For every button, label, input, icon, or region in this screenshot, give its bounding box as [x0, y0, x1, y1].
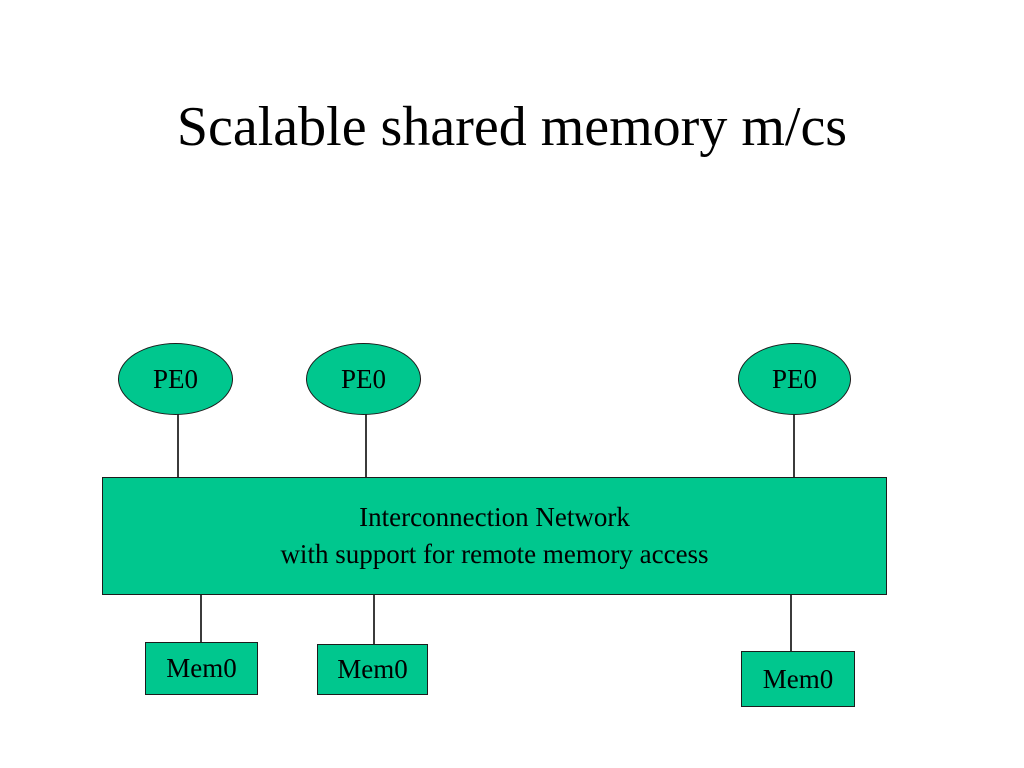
processor-node-1-label: PE0 [340, 363, 386, 394]
connector-network-to-mem-1 [373, 593, 375, 645]
memory-node-1[interactable]: Mem0 [317, 644, 428, 695]
processor-node-0[interactable]: PE0 [118, 343, 233, 415]
connector-network-to-mem-2 [790, 593, 792, 653]
processor-node-0-label: PE0 [152, 363, 198, 394]
connector-pe-0-to-network [177, 410, 179, 480]
memory-node-1-label: Mem0 [337, 654, 408, 684]
memory-node-0[interactable]: Mem0 [145, 642, 258, 695]
connector-pe-1-to-network [365, 410, 367, 480]
interconnection-network-line-2: with support for remote memory access [280, 539, 709, 569]
interconnection-network-line-1: Interconnection Network [359, 502, 630, 532]
memory-node-2-label: Mem0 [762, 663, 834, 694]
connector-pe-2-to-network [793, 410, 795, 480]
processor-node-2[interactable]: PE0 [738, 343, 851, 415]
processor-node-1[interactable]: PE0 [306, 343, 421, 415]
memory-node-0-label: Mem0 [166, 653, 237, 683]
page-title: Scalable shared memory m/cs [176, 96, 848, 158]
memory-node-2[interactable]: Mem0 [741, 651, 855, 707]
processor-node-2-label: PE0 [771, 363, 817, 394]
interconnection-network-box[interactable]: Interconnection Network with support for… [102, 477, 887, 595]
connector-network-to-mem-0 [200, 593, 202, 645]
